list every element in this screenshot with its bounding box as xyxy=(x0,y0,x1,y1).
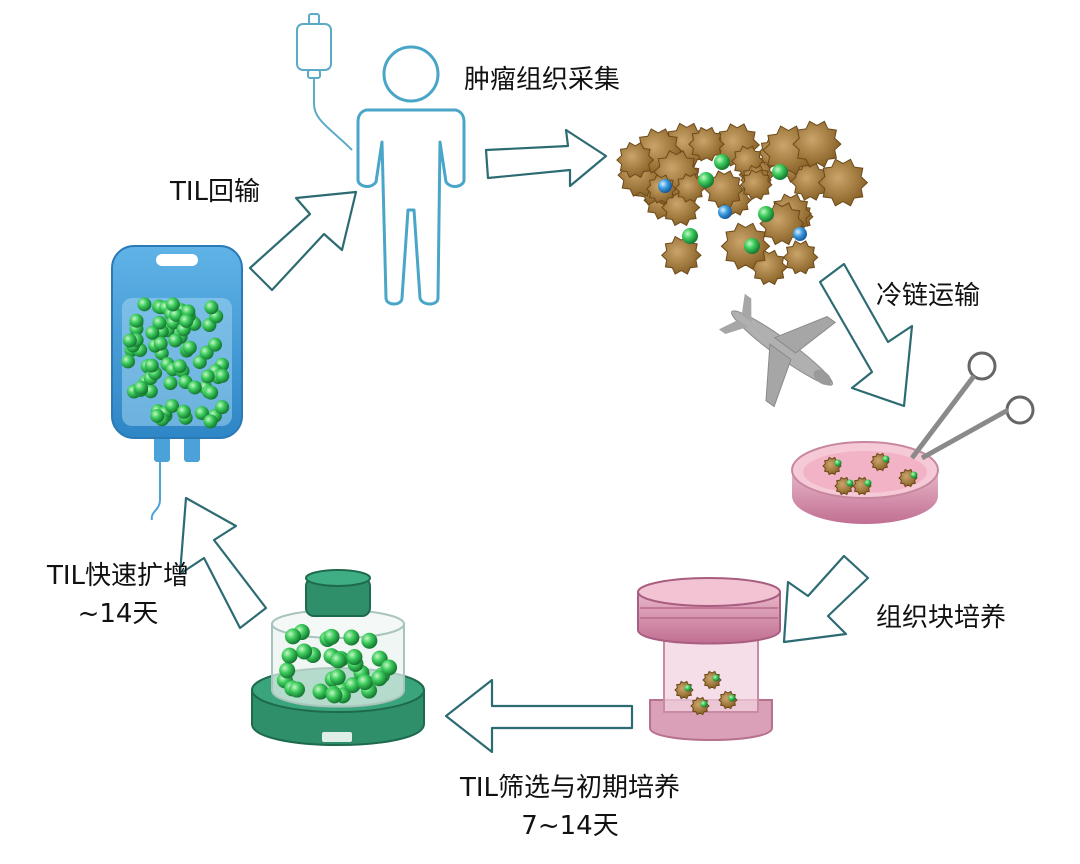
label-cold-chain: 冷链运输 xyxy=(876,281,981,311)
label-til-screening-days: 7~14天 xyxy=(521,811,619,841)
iv-drip-icon xyxy=(296,13,353,151)
arrow-tissue-to-dish xyxy=(818,262,914,408)
arrow-dish-to-flask xyxy=(782,554,870,644)
tumor-tissue-icon xyxy=(616,120,869,286)
label-til-expansion: TIL快速扩增 xyxy=(46,561,190,591)
arrow-flask-to-reactor xyxy=(444,678,634,754)
airplane-icon xyxy=(718,293,837,408)
scissors-icon xyxy=(910,351,1035,461)
label-tissue-culture: 组织块培养 xyxy=(876,603,1007,633)
petri-dish-icon xyxy=(791,441,939,524)
patient-icon xyxy=(356,45,466,306)
arrow-reactor-to-bag xyxy=(178,496,268,630)
arrow-bag-to-patient xyxy=(248,190,358,292)
label-til-expansion-days: ~14天 xyxy=(77,599,159,629)
label-tumor-collection: 肿瘤组织采集 xyxy=(464,65,621,95)
label-til-infusion: TIL回输 xyxy=(170,177,261,207)
label-til-screening: TIL筛选与初期培养 xyxy=(459,773,681,803)
culture-flask-icon xyxy=(637,577,781,741)
arrow-collection-to-tissue xyxy=(484,128,608,188)
infusion-bag-icon xyxy=(111,245,243,521)
bioreactor-icon xyxy=(251,569,425,746)
